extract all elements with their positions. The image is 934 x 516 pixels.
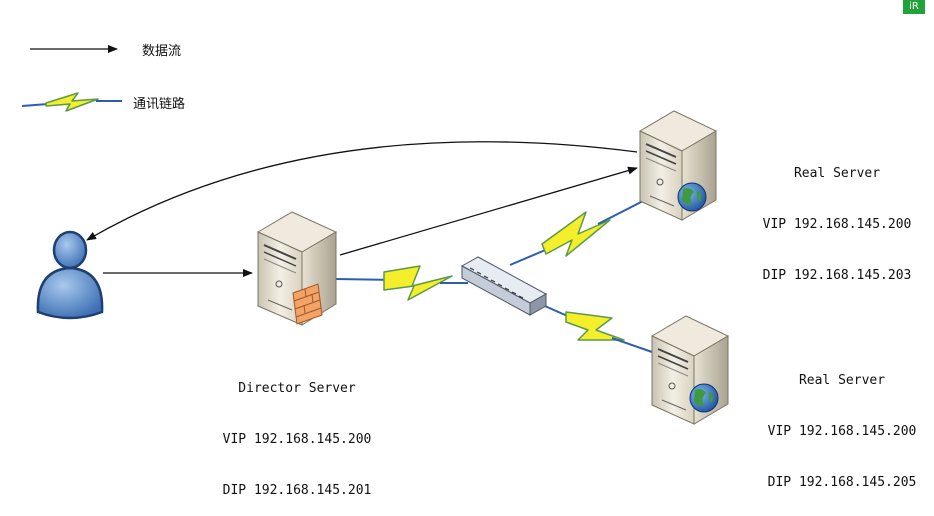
director-title: Director Server — [238, 381, 356, 396]
real1-dip: DIP 192.168.145.203 — [762, 268, 912, 283]
legend-comm-link-label: 通讯链路 — [133, 97, 186, 112]
firewall-icon — [292, 283, 323, 325]
real2-title: Real Server — [798, 373, 886, 388]
real1-title: Real Server — [793, 166, 881, 181]
globe-icon-2 — [689, 383, 719, 413]
legend-data-flow-label: 数据流 — [142, 44, 182, 59]
globe-icon-1 — [677, 182, 707, 212]
link-switch-real2 — [537, 302, 653, 353]
link-director-switch — [335, 265, 468, 301]
director-dip: DIP 192.168.145.201 — [222, 483, 372, 498]
director-server-label: Director Server VIP 192.168.145.200 DIP … — [212, 346, 382, 516]
arrow-real1-to-client — [86, 141, 638, 241]
client-user-icon — [36, 230, 104, 320]
director-server-icon — [256, 211, 338, 326]
corner-badge: iR — [903, 0, 925, 14]
real2-dip: DIP 192.168.145.205 — [767, 475, 917, 490]
network-diagram — [21, 45, 730, 425]
network-switch-icon — [460, 256, 548, 316]
real-server-2-label: Real Server VIP 192.168.145.200 DIP 192.… — [757, 338, 927, 508]
real1-vip: VIP 192.168.145.200 — [762, 217, 912, 232]
director-vip: VIP 192.168.145.200 — [222, 432, 372, 447]
legend-comm-link-bolt — [21, 92, 122, 112]
real2-vip: VIP 192.168.145.200 — [767, 424, 917, 439]
real-server-1-label: Real Server VIP 192.168.145.200 DIP 192.… — [752, 131, 922, 301]
arrow-director-to-real1 — [339, 166, 638, 256]
link-switch-real1 — [509, 199, 646, 266]
real-server-2-icon — [650, 315, 730, 425]
